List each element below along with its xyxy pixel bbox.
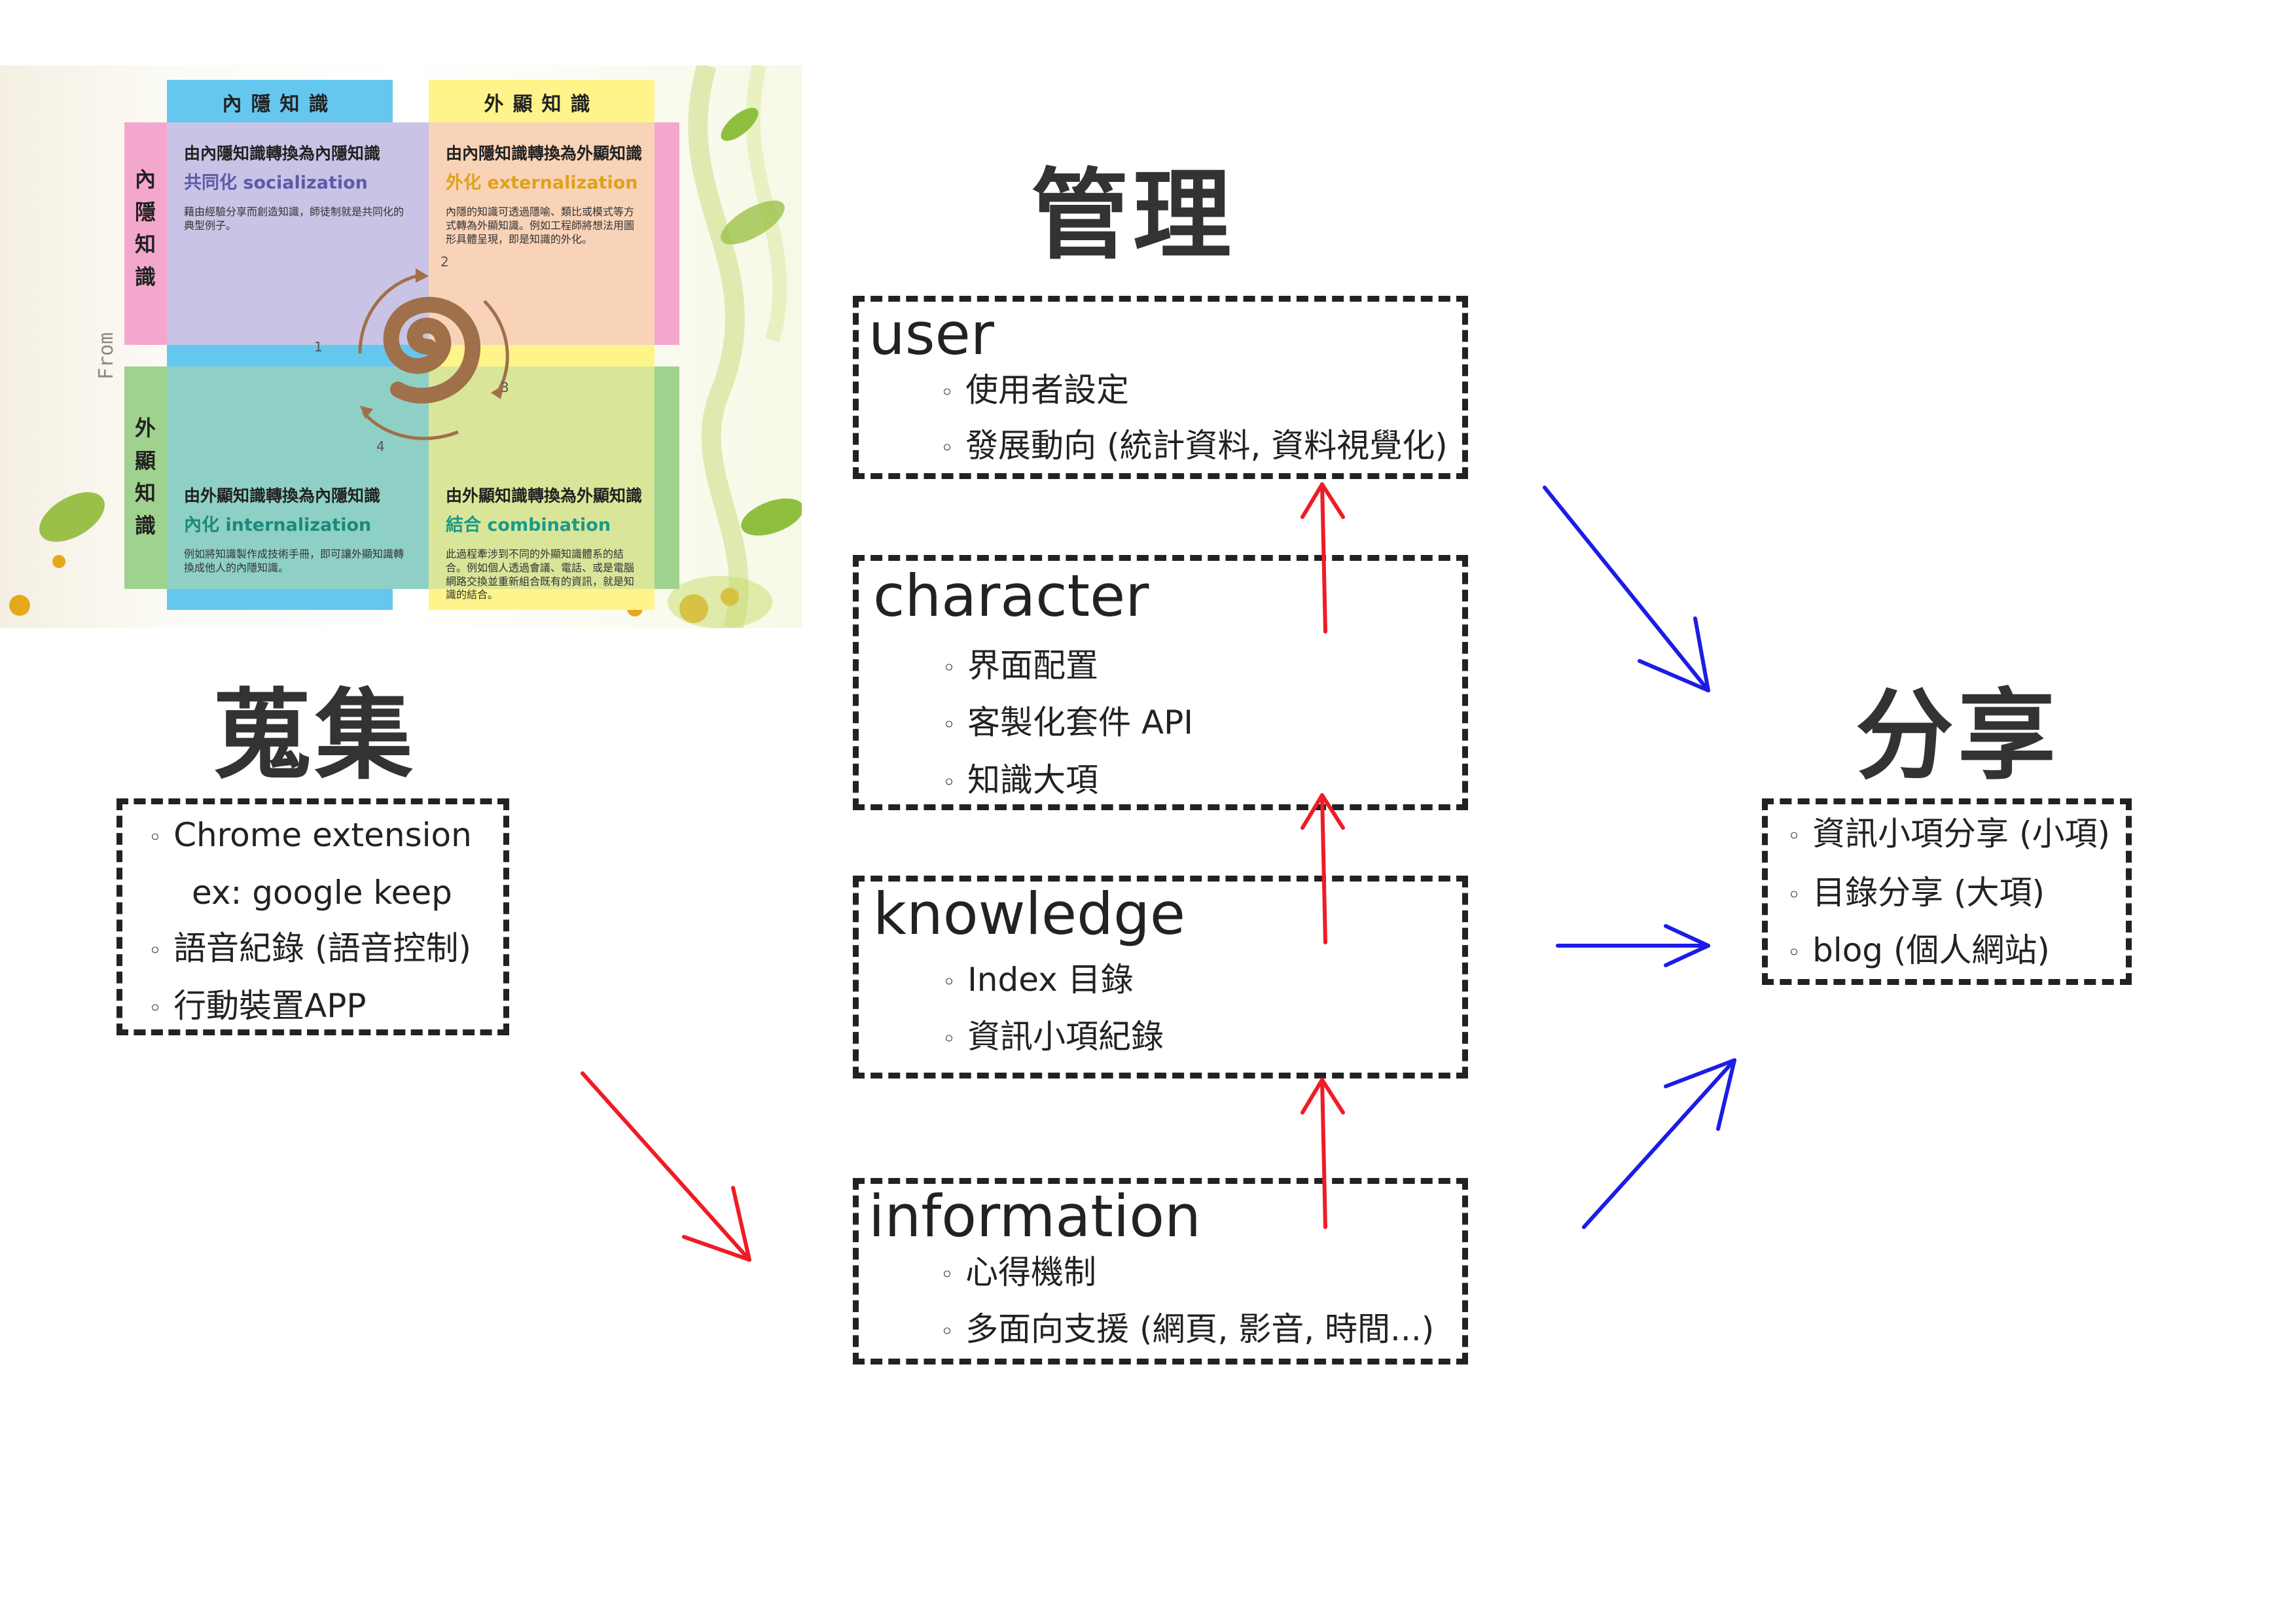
bottom-bar-explicit (429, 589, 655, 610)
row-header-tacit (124, 122, 167, 345)
row-header-explicit (124, 366, 167, 589)
bullet-icon: ◦ (942, 969, 956, 995)
bullet-icon: ◦ (149, 995, 162, 1022)
bullet-icon: ◦ (942, 1026, 956, 1052)
collect-box: ◦Chrome extension ex: google keep ◦語音紀錄 … (117, 798, 509, 1035)
bullet-icon: ◦ (149, 824, 162, 851)
collect-item: ◦行動裝置APP (149, 987, 367, 1025)
cycle-number: 3 (501, 380, 509, 395)
quadrant-desc: 此過程牽涉到不同的外顯知識體系的結合。例如個人透過會議、電話、或是電腦網路交換並… (446, 548, 635, 601)
manage-box-character: character ◦界面配置 ◦客製化套件 API ◦知識大項 (853, 555, 1468, 810)
decorative-leaves (9, 65, 802, 628)
collect-item: ◦Chrome extension (149, 816, 472, 854)
bullet-icon: ◦ (1787, 823, 1801, 849)
collect-item: ex: google keep (192, 874, 452, 912)
cycle-number: 2 (440, 254, 449, 270)
quadrant-desc: 例如將知識製作成技術手冊，即可讓外顯知識轉換成他人的內隱知識。 (184, 548, 404, 574)
box-item: ◦知識大項 (942, 761, 1099, 799)
cycle-number: 1 (314, 339, 323, 355)
quadrant-externalization: 由內隱知識轉換為外顯知識 外化 externalization 內隱的知識可透過… (429, 122, 655, 345)
bullet-icon: ◦ (942, 654, 956, 681)
bullet-icon: ◦ (941, 1318, 954, 1345)
arrow-information-to-share (1582, 1058, 1736, 1229)
arrow-information-to-knowledge (1300, 1078, 1345, 1229)
bullet-icon: ◦ (942, 769, 956, 796)
right-bar-explicit (655, 366, 679, 589)
share-heading: 分享 (1856, 679, 2060, 793)
quadrant-title: 由外顯知識轉換為外顯知識 (446, 486, 643, 505)
box-item: ◦多面向支援 (網頁, 影音, 時間...) (941, 1310, 1435, 1348)
collect-heading: 蒐集 (213, 679, 418, 793)
arrow-collect-to-information (581, 1071, 751, 1262)
arrow-character-to-user (1300, 482, 1345, 633)
share-item: ◦資訊小項分享 (小項) (1787, 815, 2110, 853)
quadrant-title: 由外顯知識轉換為內隱知識 (184, 486, 381, 505)
arrow-knowledge-to-share (1556, 924, 1710, 967)
quadrant-title: 由內隱知識轉換為外顯知識 (446, 144, 643, 163)
col-header-explicit-label: 外顯知識 (484, 93, 600, 116)
collect-item: ◦語音紀錄 (語音控制) (149, 929, 471, 967)
quadrant-mode: 外化 externalization (446, 173, 638, 193)
share-item: ◦blog (個人網站) (1787, 931, 2050, 969)
manage-box-user: user ◦使用者設定 ◦發展動向 (統計資料, 資料視覺化) (853, 296, 1468, 479)
box-title: user (869, 300, 994, 368)
bullet-icon: ◦ (1787, 882, 1801, 908)
right-bar-tacit (655, 122, 679, 345)
quadrant-mode: 結合 combination (446, 515, 611, 535)
box-title: knowledge (873, 880, 1185, 948)
bullet-icon: ◦ (1787, 939, 1801, 966)
manage-heading: 管理 (1031, 159, 1236, 273)
quadrant-internalization: 由外顯知識轉換為內隱知識 內化 internalization 例如將知識製作成… (167, 366, 429, 589)
arrow-user-to-share (1543, 486, 1710, 692)
col-header-tacit-label: 內隱知識 (222, 93, 338, 116)
bullet-icon: ◦ (941, 379, 954, 406)
box-item: ◦Index 目錄 (942, 961, 1134, 999)
share-box: ◦資訊小項分享 (小項) ◦目錄分享 (大項) ◦blog (個人網站) (1762, 798, 2132, 985)
bullet-icon: ◦ (149, 937, 162, 964)
box-item: ◦界面配置 (942, 647, 1099, 685)
row-header-explicit-label: 外顯知識 (134, 416, 156, 538)
quadrant-mode: 內化 internalization (184, 515, 372, 535)
bullet-icon: ◦ (941, 435, 954, 461)
quadrant-desc: 內隱的知識可透過隱喻、類比或模式等方式轉為外顯知識。例如工程師將想法用圖形具體呈… (446, 205, 635, 245)
col-header-explicit (429, 80, 655, 122)
manage-box-knowledge: knowledge ◦Index 目錄 ◦資訊小項紀錄 (853, 876, 1468, 1079)
box-item: ◦發展動向 (統計資料, 資料視覺化) (941, 427, 1448, 465)
seci-model-image: 內隱知識 外顯知識 內隱知識 外顯知識 由內隱知識轉換為內隱知識 共同化 soc… (0, 65, 802, 628)
bottom-bar-tacit (167, 589, 393, 610)
box-item: ◦客製化套件 API (942, 704, 1194, 741)
spiral-icon (358, 268, 509, 440)
bullet-icon: ◦ (941, 1261, 954, 1288)
col-header-tacit (167, 80, 393, 122)
row-header-tacit-label: 內隱知識 (134, 167, 156, 289)
box-title: information (869, 1183, 1201, 1250)
quadrant-title: 由內隱知識轉換為內隱知識 (184, 144, 381, 163)
cycle-number: 4 (376, 438, 385, 454)
arrow-knowledge-to-character (1300, 793, 1345, 944)
box-item: ◦心得機制 (941, 1253, 1097, 1291)
quadrant-combination: 由外顯知識轉換為外顯知識 結合 combination 此過程牽涉到不同的外顯知… (429, 366, 655, 601)
quadrant-desc: 藉由經驗分享而創造知識，師徒制就是共同化的典型例子。 (184, 205, 404, 232)
manage-box-information: information ◦心得機制 ◦多面向支援 (網頁, 影音, 時間...) (853, 1178, 1468, 1364)
box-item: ◦使用者設定 (941, 371, 1130, 409)
box-item: ◦資訊小項紀錄 (942, 1018, 1164, 1056)
quadrant-mode: 共同化 socialization (184, 173, 368, 193)
bullet-icon: ◦ (942, 711, 956, 738)
box-title: character (873, 562, 1149, 630)
quadrant-socialization: 由內隱知識轉換為內隱知識 共同化 socialization 藉由經驗分享而創造… (167, 122, 429, 345)
share-item: ◦目錄分享 (大項) (1787, 874, 2045, 912)
